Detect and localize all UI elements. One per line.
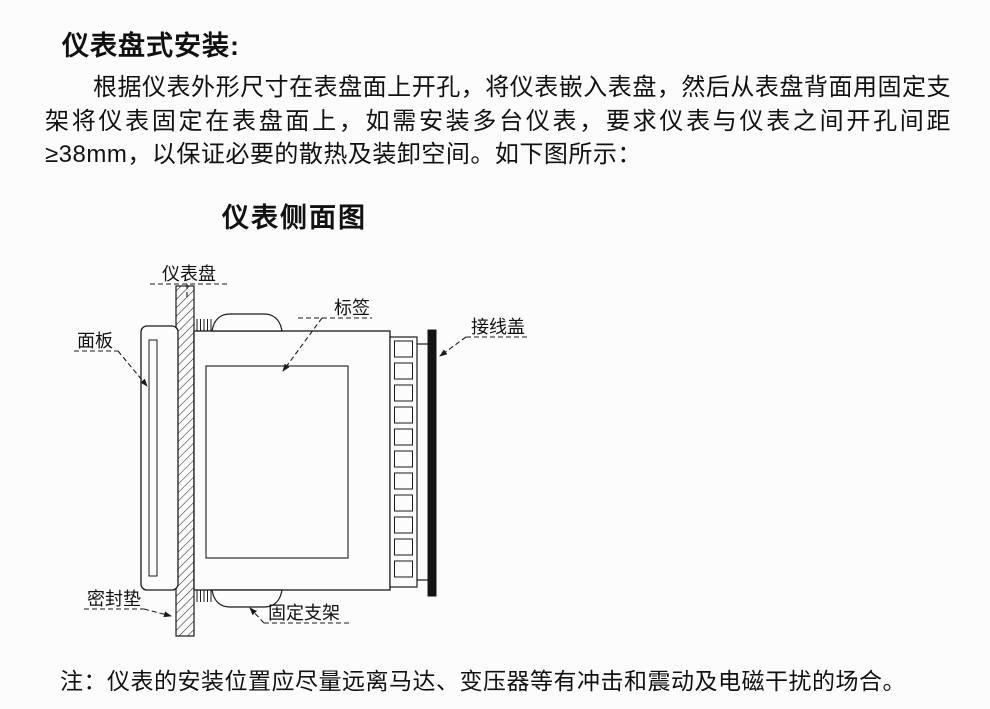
terminal-cells bbox=[394, 340, 413, 578]
label-wiring-cover: 接线盖 bbox=[471, 317, 525, 337]
leader-wiring-cover bbox=[439, 336, 467, 357]
terminal-cell bbox=[394, 538, 413, 556]
page-title: 仪表盘式安装: bbox=[62, 31, 240, 61]
intro-paragraph: 根据仪表外形尺寸在表盘面上开孔，将仪表嵌入表盘，然后从表盘背面用固定支架将仪表固… bbox=[45, 74, 951, 168]
terminal-cell bbox=[394, 560, 413, 578]
top-screw bbox=[196, 319, 212, 331]
panel-hatch-bar bbox=[175, 285, 195, 637]
wiring-cover-bar bbox=[427, 329, 437, 597]
terminal-cell bbox=[394, 450, 413, 468]
bottom-bracket bbox=[211, 589, 283, 608]
tag-area bbox=[205, 365, 349, 559]
label-front-panel: 面板 bbox=[77, 331, 113, 351]
leader-bracket bbox=[249, 607, 265, 624]
terminal-cell bbox=[394, 516, 413, 534]
terminal-cell bbox=[394, 362, 413, 380]
top-bracket bbox=[211, 313, 283, 332]
terminal-cell bbox=[394, 340, 413, 358]
label-gasket: 密封垫 bbox=[87, 589, 141, 609]
label-tag: 标签 bbox=[334, 298, 370, 318]
terminal-cell bbox=[394, 494, 413, 512]
footnote: 注：仪表的安装位置应尽量远离马达、变压器等有冲击和震动及电磁干扰的场合。 bbox=[60, 668, 906, 694]
leader-gasket bbox=[143, 608, 172, 618]
bottom-screw bbox=[196, 590, 212, 602]
label-bracket: 固定支架 bbox=[268, 603, 340, 623]
leader-tag bbox=[282, 317, 323, 372]
terminal-cell bbox=[394, 428, 413, 446]
diagram-title: 仪表侧面图 bbox=[222, 203, 367, 233]
terminal-cell bbox=[394, 472, 413, 490]
terminal-cell bbox=[394, 406, 413, 424]
front-bezel bbox=[140, 325, 179, 591]
front-bezel-slot bbox=[148, 339, 158, 577]
terminal-cell bbox=[394, 384, 413, 402]
label-panel-board: 仪表盘 bbox=[162, 264, 216, 284]
